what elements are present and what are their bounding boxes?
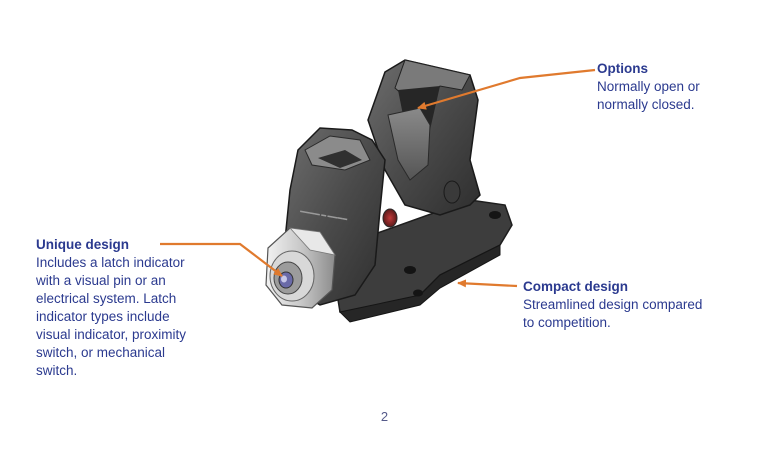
compact-design-arrow — [457, 279, 518, 288]
unique-design-callout: Unique design Includes a latch indicator… — [36, 236, 226, 380]
unique-design-arrow — [160, 242, 283, 277]
unique-design-title: Unique design — [36, 237, 130, 252]
page-number: 2 — [380, 409, 389, 424]
compact-design-description: Streamlined design compared to competiti… — [523, 297, 703, 330]
options-description: Normally open or normally closed. — [597, 79, 700, 112]
options-title: Options — [597, 61, 648, 76]
options-arrow — [417, 68, 596, 110]
options-callout: Options Normally open or normally closed… — [597, 60, 757, 114]
unique-design-description: Includes a latch indicator with a visual… — [36, 255, 187, 378]
compact-design-callout: Compact design Streamlined design compar… — [523, 278, 753, 332]
compact-design-title: Compact design — [523, 279, 629, 294]
latch-device-illustration: ▬▬▬▬ ▬ ▬▬▬▬ — [265, 59, 513, 323]
